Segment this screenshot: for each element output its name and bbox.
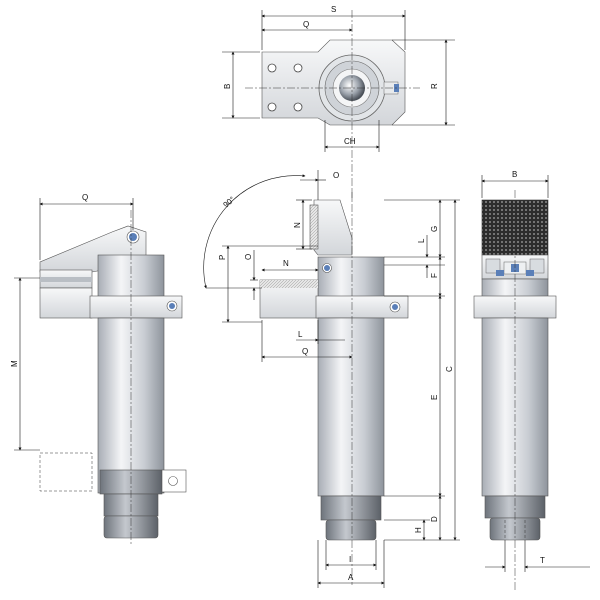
dim-label-A: A xyxy=(348,573,354,582)
dim-label-C: C xyxy=(445,366,454,372)
dim-label-H: H xyxy=(414,527,423,533)
dim-label-T: T xyxy=(540,556,545,565)
left-side-view: Q M xyxy=(10,193,187,545)
dim-label-O-left: O xyxy=(244,254,253,260)
dim-label-D: D xyxy=(430,516,439,522)
dim-label-Q-top: Q xyxy=(303,20,309,29)
dim-label-L-right: L xyxy=(417,238,426,243)
dim-label-B-top: B xyxy=(223,84,232,89)
dim-label-B-right: B xyxy=(512,170,517,179)
top-view: S Q B R CH xyxy=(222,5,455,200)
dim-label-F: F xyxy=(430,273,439,278)
dim-label-P: P xyxy=(218,255,227,260)
dim-label-N-left: N xyxy=(283,259,289,268)
dim-label-CH: CH xyxy=(344,137,356,146)
dim-label-R: R xyxy=(430,83,439,89)
dim-label-I: I xyxy=(349,555,351,564)
dim-label-N-top: N xyxy=(293,222,302,228)
dim-label-L-bottom: L xyxy=(298,330,303,339)
dim-label-angle: 90° xyxy=(222,195,237,210)
dim-label-Q-left: Q xyxy=(82,193,88,202)
dim-label-G: G xyxy=(430,226,439,232)
dim-label-E: E xyxy=(430,395,439,400)
middle-front-view: 90° O N P O N L Q L G F E C D H I A xyxy=(203,170,460,588)
dim-label-O-top: O xyxy=(333,171,339,180)
dim-label-M: M xyxy=(10,360,19,367)
right-side-view: B T xyxy=(473,170,590,590)
dim-label-Q-bottom: Q xyxy=(302,347,308,356)
dim-label-S: S xyxy=(331,5,336,14)
